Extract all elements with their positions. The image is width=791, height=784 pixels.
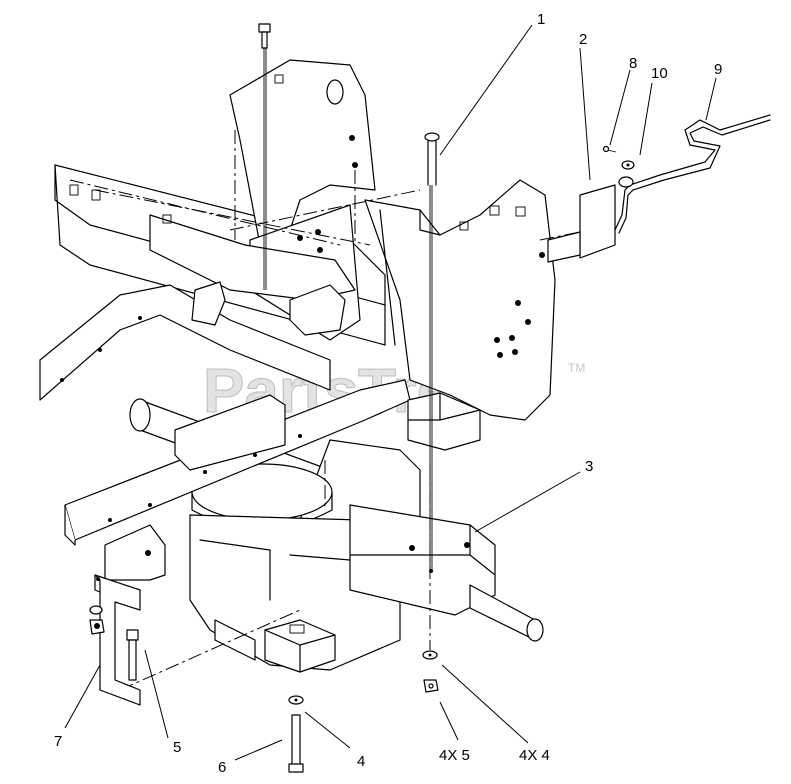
spacer-plate: [547, 184, 616, 263]
bent-control-rod: [614, 114, 771, 234]
callout-8: 8: [629, 55, 637, 72]
callout-labels: 1 2 8 10 9 3 7 5 6 4 4X 5 4X 4: [54, 11, 722, 776]
callout-4x5: 4X 5: [439, 747, 470, 764]
callout-10: 10: [651, 65, 668, 82]
long-vertical-bolt: [424, 132, 440, 573]
lower-u-bracket: [89, 574, 141, 706]
right-side-plate: [364, 179, 556, 451]
top-left-bolt: [258, 23, 271, 290]
callout-6: 6: [218, 759, 226, 776]
callout-4: 4: [357, 753, 365, 770]
washer-nut-set: [422, 650, 439, 693]
callout-3: 3: [585, 458, 593, 475]
callout-5: 5: [173, 739, 181, 756]
callout-9: 9: [714, 61, 722, 78]
callout-leaders: [64, 24, 717, 761]
transaxle-housing: [129, 398, 544, 673]
small-screw-washer: [602, 145, 635, 170]
callout-2: 2: [579, 31, 587, 48]
callout-7: 7: [54, 733, 62, 750]
bottom-washer-bolt: [288, 695, 304, 773]
callout-1: 1: [537, 11, 545, 28]
watermark-trademark: TM: [568, 361, 585, 375]
callout-4x4: 4X 4: [519, 747, 550, 764]
center-bracket: [149, 214, 356, 336]
